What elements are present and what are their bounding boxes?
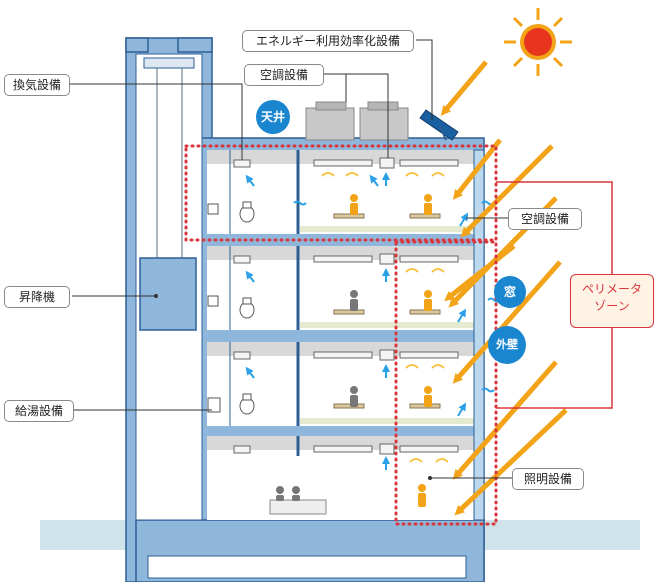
perimeter-zone-line1: ペリメータ <box>581 282 642 296</box>
label-hot-water-equipment: 給湯設備 <box>4 400 74 422</box>
occupants <box>276 194 432 507</box>
airflow-arrows <box>245 172 501 470</box>
basement-pit <box>147 555 467 579</box>
badge-outer-wall: 外壁 <box>488 326 526 364</box>
elevator-machine <box>143 57 195 69</box>
leader-lines <box>70 39 512 480</box>
perimeter-zone-label: ペリメータ ゾーン <box>570 274 654 328</box>
label-hvac-equipment-top: 空調設備 <box>244 64 324 86</box>
perimeter-zone-line2: ゾーン <box>594 299 630 313</box>
label-lighting-equipment: 照明設備 <box>512 468 584 490</box>
solar-panel <box>419 109 459 141</box>
toilets <box>207 201 255 415</box>
ceiling-equipment <box>233 157 459 455</box>
light-glow <box>321 172 449 463</box>
label-hvac-equipment-right: 空調設備 <box>508 208 582 230</box>
label-energy-efficiency-equipment: エネルギー利用効率化設備 <box>242 30 414 52</box>
label-elevator: 昇降機 <box>4 286 70 308</box>
badge-window: 窓 <box>494 276 526 308</box>
office-desks <box>269 213 441 515</box>
elevator-car <box>139 257 197 331</box>
solar-radiation-arrows <box>440 60 568 516</box>
badge-ceiling: 天井 <box>256 100 290 134</box>
label-ventilation-equipment: 換気設備 <box>4 74 70 96</box>
perimeter-zone-outline <box>184 144 498 526</box>
facade-glazing <box>473 149 485 521</box>
sun-icon <box>504 8 572 76</box>
rooftop-units <box>305 101 409 141</box>
